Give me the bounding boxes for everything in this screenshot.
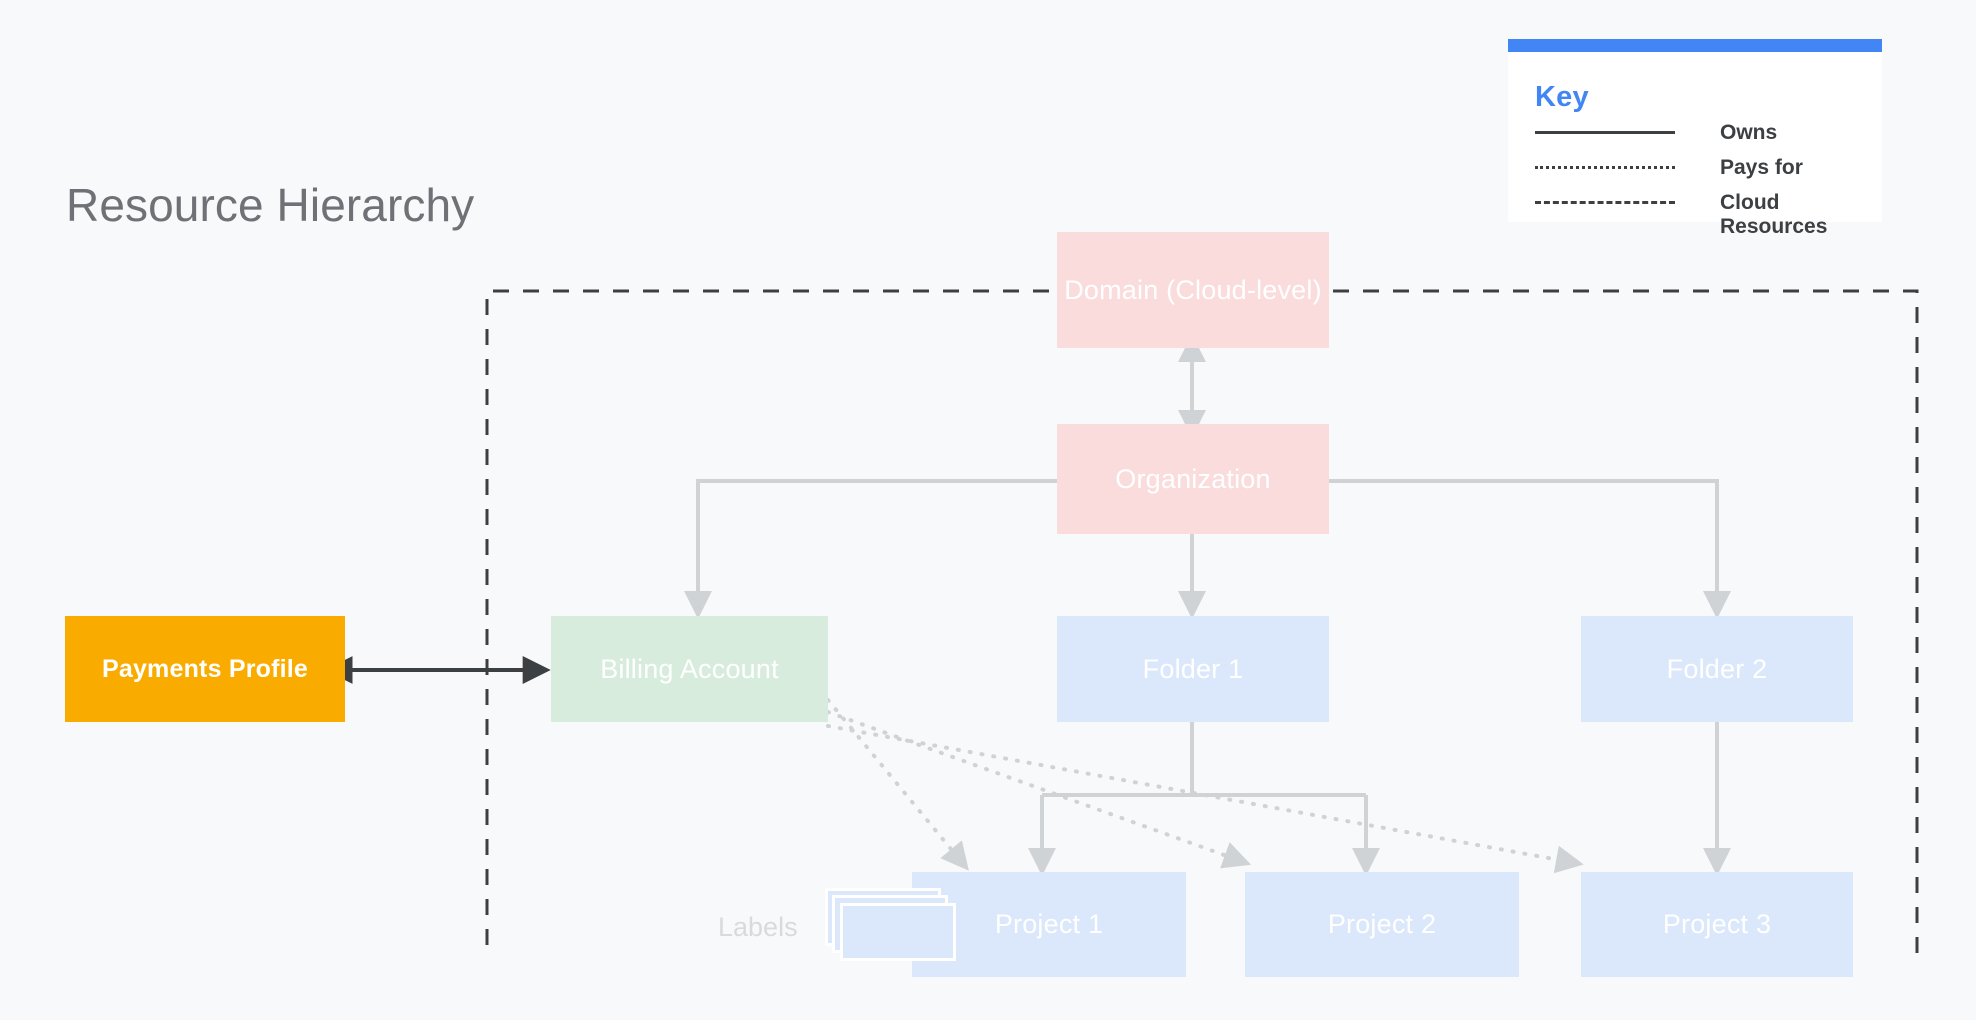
edge-billing-pays-project2 [826,710,1252,869]
node-organization-label: Organization [1115,463,1271,494]
node-billing-account[interactable]: Billing Account [551,616,828,722]
node-domain[interactable]: Domain (Cloud-level) [1057,232,1329,348]
key-row-owns: Owns [1508,119,1882,154]
node-project-2-label: Project 2 [1327,909,1437,939]
node-folder-1[interactable]: Folder 1 [1057,616,1329,722]
node-folder-2-label: Folder 2 [1666,653,1768,684]
node-project-3[interactable]: Project 3 [1581,872,1853,977]
key-title: Key [1535,81,1589,113]
page-title: Resource Hierarchy [66,179,475,231]
node-folder-1-label: Folder 1 [1142,653,1244,684]
key-accent-bar [1508,39,1882,52]
node-payments-profile-label: Payments Profile [101,654,309,683]
edge-organization-billing [684,479,1057,619]
edge-billing-pays-project1 [826,698,969,871]
node-folder-2[interactable]: Folder 2 [1581,616,1853,722]
node-project-1[interactable]: Project 1 [912,872,1186,977]
edge-organization-folder2 [1328,479,1731,619]
key-rows: Owns Pays for Cloud Resources [1508,119,1882,238]
key-label-pays-for: Pays for [1720,156,1803,179]
key-line-dotted-icon [1535,166,1675,169]
node-project-1-label: Project 1 [994,909,1104,939]
labels-annotation: Labels [718,912,798,942]
node-domain-label: Domain (Cloud-level) [1064,274,1322,305]
key-row-cloud-resources: Cloud Resources [1508,189,1882,238]
node-project-3-label: Project 3 [1662,909,1772,939]
labels-stack-icon [825,888,957,961]
key-line-dashed-icon [1535,201,1675,204]
key-line-solid-icon [1535,131,1675,134]
node-organization[interactable]: Organization [1057,424,1329,534]
key-panel: Key Owns Pays for Cloud Resources [1508,39,1882,238]
stack-card-front [840,903,956,961]
key-label-cloud-resources: Cloud Resources [1720,191,1828,238]
node-payments-profile[interactable]: Payments Profile [65,616,345,722]
node-billing-account-label: Billing Account [600,653,779,684]
key-row-pays-for: Pays for [1508,154,1882,189]
node-project-2[interactable]: Project 2 [1245,872,1519,977]
key-label-owns: Owns [1720,121,1778,144]
